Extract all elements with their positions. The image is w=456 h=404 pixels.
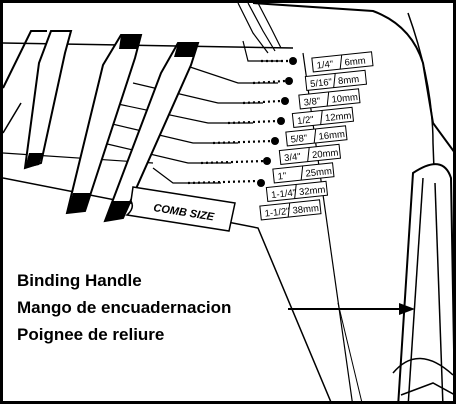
comb-size-divider [339, 54, 343, 70]
comb-size-mm: 10mm [331, 92, 358, 106]
comb-size-divider [313, 128, 317, 144]
comb-size-divider [307, 147, 310, 162]
comb-size-divider [320, 110, 323, 125]
comb-size-inch: 5/16" [310, 77, 333, 90]
comb-size-divider [326, 91, 330, 107]
comb-size-inch: 3/4" [284, 151, 302, 164]
comb-size-entry: 1-1/4"32mm [265, 180, 329, 203]
comb-size-entry: 1/4" 6mm [311, 51, 374, 73]
comb-size-entry: 5/16" 8mm [304, 69, 368, 92]
label-spanish: Mango de encuadernacion [17, 298, 232, 317]
comb-size-mm: 38mm [292, 203, 319, 217]
machine-side-line-2 [337, 302, 363, 401]
label-english: Binding Handle [17, 271, 142, 290]
comb-size-entry: 1" 25mm [272, 162, 335, 184]
comb-size-entry: 3/4" 20mm [278, 143, 342, 166]
comb-size-divider [333, 73, 336, 88]
comb-size-box [311, 51, 374, 73]
label-french: Poignee de reliure [17, 325, 165, 344]
comb-size-mm: 20mm [311, 147, 338, 161]
comb-size-divider [300, 165, 304, 181]
comb-size-inch: 3/8" [303, 96, 321, 109]
comb-size-scale: 1/4"6mm5/16"8mm3/8"10mm1/2"12mm5/8"16mm3… [259, 51, 374, 221]
comb-size-entry: 1-1/2"38mm [259, 199, 322, 221]
comb-size-entry: 1/2" 12mm [291, 106, 355, 129]
leader-dots [257, 57, 297, 187]
comb-size-mm: 25mm [305, 166, 332, 180]
binding-handle [392, 163, 453, 401]
handle-pointer-arrow [288, 303, 415, 315]
comb-size-inch: 1-1/4" [271, 188, 297, 202]
machine-illustration: COMB SIZE 1/4" 6mm 5/16" 8mm 3/8" 10mm 1/2" 12m… [3, 3, 453, 401]
comb-levers [3, 30, 200, 223]
lever-left-edge [3, 30, 47, 89]
comb-size-entry: 5/8" 16mm [285, 125, 348, 147]
comb-size-tag: COMB SIZE [125, 186, 236, 232]
lever-1 [23, 30, 73, 170]
machine-right-panel [407, 12, 444, 401]
comb-size-mm: 8mm [337, 74, 359, 87]
comb-size-divider [294, 184, 297, 199]
comb-size-mm: 6mm [344, 55, 366, 68]
comb-size-inch: 1-1/2" [264, 206, 290, 220]
dotted-leaders [187, 59, 288, 185]
comb-size-inch: 1" [277, 171, 287, 183]
comb-size-mm: 16mm [318, 129, 345, 143]
comb-size-mm: 12mm [324, 110, 351, 124]
comb-size-inch: 1/2" [297, 114, 315, 127]
comb-size-divider [287, 202, 291, 218]
comb-size-mm: 32mm [298, 184, 325, 198]
comb-size-inch: 5/8" [290, 133, 308, 146]
comb-size-entry: 3/8" 10mm [298, 88, 361, 110]
comb-size-inch: 1/4" [316, 59, 334, 72]
